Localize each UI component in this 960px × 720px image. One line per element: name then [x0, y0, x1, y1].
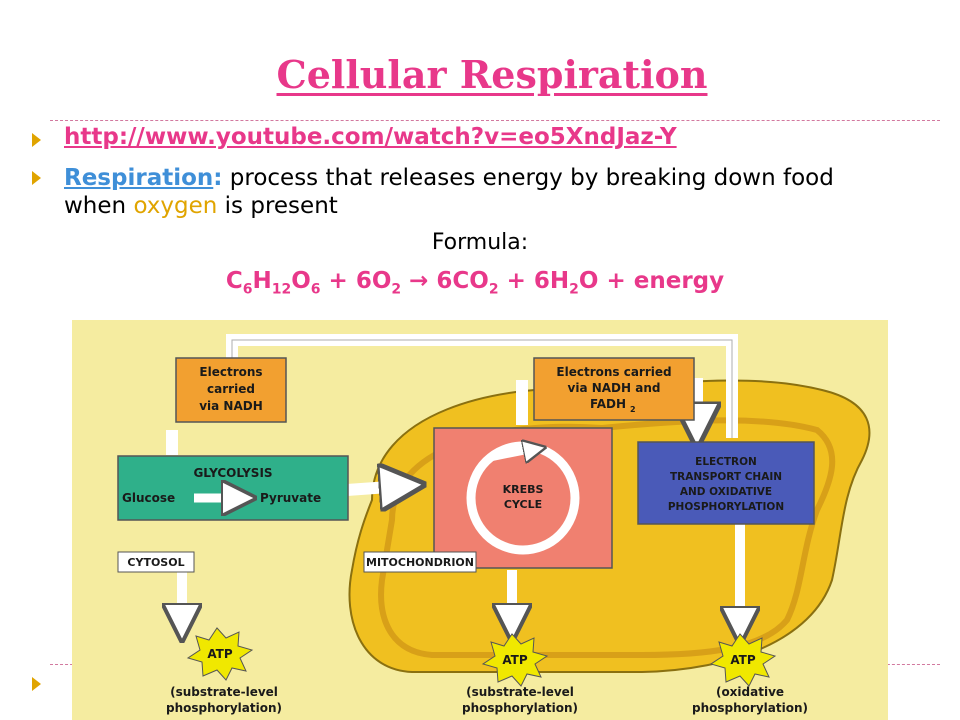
youtube-link[interactable]: http://www.youtube.com/watch?v=eo5XndJaz… — [64, 124, 677, 150]
page-title: Cellular Respiration — [276, 52, 708, 97]
formula-sub: 2 — [488, 281, 499, 298]
atp-star-1 — [186, 627, 254, 681]
mitochondrion-label-box — [363, 551, 477, 573]
box-electrons-nadh-line: Electrons — [199, 365, 262, 379]
formula-part: O — [291, 268, 311, 294]
arrow-to-krebs — [346, 485, 417, 490]
formula-sub: 2 — [391, 281, 402, 298]
etc-label-line: ELECTRON — [695, 456, 757, 468]
krebs-cycle-arrow — [491, 448, 542, 458]
glycolysis-label: GLYCOLYSIS — [193, 466, 272, 480]
definition-text-after: is present — [217, 193, 338, 219]
etc-label-line: TRANSPORT CHAIN — [670, 471, 782, 483]
box-electrons-nadh-line: carried — [207, 382, 255, 396]
glucose-label: Glucose — [122, 491, 175, 505]
formula-part: O + energy — [578, 268, 725, 294]
formula-sub: 2 — [569, 281, 579, 298]
cytosol-label-box — [117, 551, 195, 573]
formula-sub: 6 — [310, 281, 321, 298]
divider-top — [50, 120, 940, 121]
definition-text-before: process that releases energy by breaking… — [64, 165, 834, 219]
atp-note-line: (oxidative — [716, 685, 784, 699]
bullet-bottom — [32, 677, 41, 691]
atp-star-3 — [709, 633, 777, 687]
etc-label-line: PHOSPHORYLATION — [668, 501, 784, 513]
krebs-label-line: CYCLE — [504, 498, 542, 511]
atp-label: ATP — [730, 653, 756, 667]
definition-colon: : — [213, 165, 223, 191]
krebs-label-line: KREBS — [503, 483, 544, 496]
respiration-diagram: Electrons carried via NADH Electrons car… — [72, 320, 888, 720]
box-electrons-nadh — [175, 357, 287, 423]
box-electrons-nadh-fadh-sub: 2 — [630, 405, 636, 414]
formula: C6H12O6 + 6O2 → 6CO2 + 6H2O + energy — [0, 268, 950, 298]
arrow-nadh-top-edge — [231, 339, 733, 438]
atp-star-2 — [481, 633, 549, 687]
bullet-link — [32, 133, 41, 147]
formula-label: Formula: — [431, 230, 529, 255]
box-electrons-nadh-fadh — [533, 357, 695, 421]
atp-note-line: (substrate-level — [466, 685, 574, 699]
respiration-definition: Respiration: process that releases energ… — [64, 164, 884, 220]
box-electrons-nadh-fadh-line: via NADH and — [568, 381, 661, 395]
formula-part: → 6CO — [401, 268, 489, 294]
atp-note-line: (substrate-level — [170, 685, 278, 699]
bullet-definition — [32, 171, 41, 185]
definition-term: Respiration — [64, 165, 214, 191]
box-etc — [637, 441, 815, 525]
box-electrons-nadh-line: via NADH — [199, 399, 263, 413]
atp-note-line: phosphorylation) — [462, 701, 578, 715]
cytosol-label: CYTOSOL — [127, 556, 184, 569]
formula-part: H — [252, 268, 272, 294]
box-electrons-nadh-fadh-line: Electrons carried — [556, 365, 671, 379]
atp-note-line: phosphorylation) — [166, 701, 282, 715]
pyruvate-label: Pyruvate — [260, 491, 321, 505]
etc-label-line: AND OXIDATIVE — [680, 486, 772, 498]
atp-note-line: phosphorylation) — [692, 701, 808, 715]
box-electrons-nadh-fadh-line: FADH — [590, 397, 626, 411]
formula-part: C — [225, 268, 243, 294]
formula-part: + 6H — [498, 268, 570, 294]
atp-label: ATP — [502, 653, 528, 667]
mitochondrion-inner — [378, 417, 836, 658]
atp-label: ATP — [207, 647, 233, 661]
formula-sub: 12 — [271, 281, 292, 298]
formula-part: + 6O — [320, 268, 392, 294]
definition-highlight: oxygen — [133, 193, 218, 219]
mitochondrion-label: MITOCHONDRION — [366, 556, 474, 569]
formula-sub: 6 — [242, 281, 253, 298]
